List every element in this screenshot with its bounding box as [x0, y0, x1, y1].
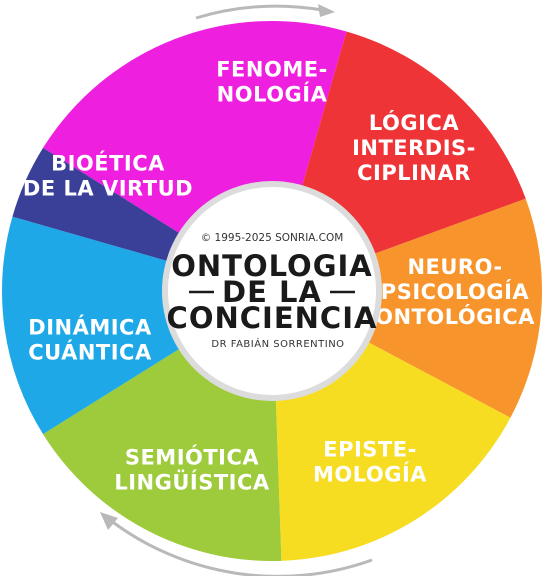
center-title-line-1: ONTOLOGIA [171, 249, 373, 283]
segment-epistemologia [275, 339, 511, 561]
segment-label-line: NEURO- [407, 255, 502, 279]
segment-label-line: INTERDIS- [352, 136, 476, 160]
segment-label-line: EPISTE- [323, 438, 417, 462]
segment-label-line: FENOME- [216, 58, 328, 82]
center-badge: © 1995-2025 SONRIA.COM ONTOLOGIA DE LA C… [162, 181, 382, 401]
segment-label-line: LINGÜÍSTICA [114, 470, 270, 495]
center-disc [168, 187, 376, 395]
segment-label-line: PSICOLOGÍA [381, 279, 530, 304]
segment-label-line: SEMIÓTICA [125, 445, 260, 470]
segment-bioetica [12, 147, 184, 263]
segment-logica [300, 31, 526, 256]
segment-neuropsicologia [363, 198, 542, 418]
segment-label-line: BIOÉTICA [51, 151, 165, 176]
center-author: DR FABIÁN SORRENTINO [211, 337, 344, 350]
segment-label-epistemologia: EPISTE-MOLOGÍA [313, 438, 427, 487]
bottom-cycle-arrow [109, 518, 373, 576]
segment-semiotica [43, 346, 282, 561]
cycle-arrows [100, 4, 373, 576]
top-arrowhead-icon [318, 4, 335, 17]
center-title-line-3: CONCIENCIA [167, 301, 378, 335]
segment-bioetica-extension [43, 147, 184, 236]
segment-label-line: DE LA VIRTUD [23, 177, 193, 201]
segment-label-fenomenologia: FENOME-NOLOGÍA [216, 58, 328, 107]
segment-label-line: NOLOGÍA [217, 82, 328, 107]
bottom-arrowhead-icon [100, 512, 118, 530]
segment-label-line: LÓGICA [369, 110, 459, 135]
segment-dinamica [1, 216, 184, 435]
segment-label-line: DINÁMICA [28, 315, 152, 340]
center-title-line-2: DE LA [222, 275, 322, 309]
center-copyright: © 1995-2025 SONRIA.COM [201, 232, 344, 244]
segment-label-line: MOLOGÍA [313, 462, 427, 487]
top-cycle-arrow [195, 4, 323, 20]
segment-label-line: ONTOLÓGICA [375, 304, 535, 329]
segment-label-line: CIPLINAR [357, 161, 471, 185]
segment-label-line: CUÁNTICA [28, 340, 152, 365]
